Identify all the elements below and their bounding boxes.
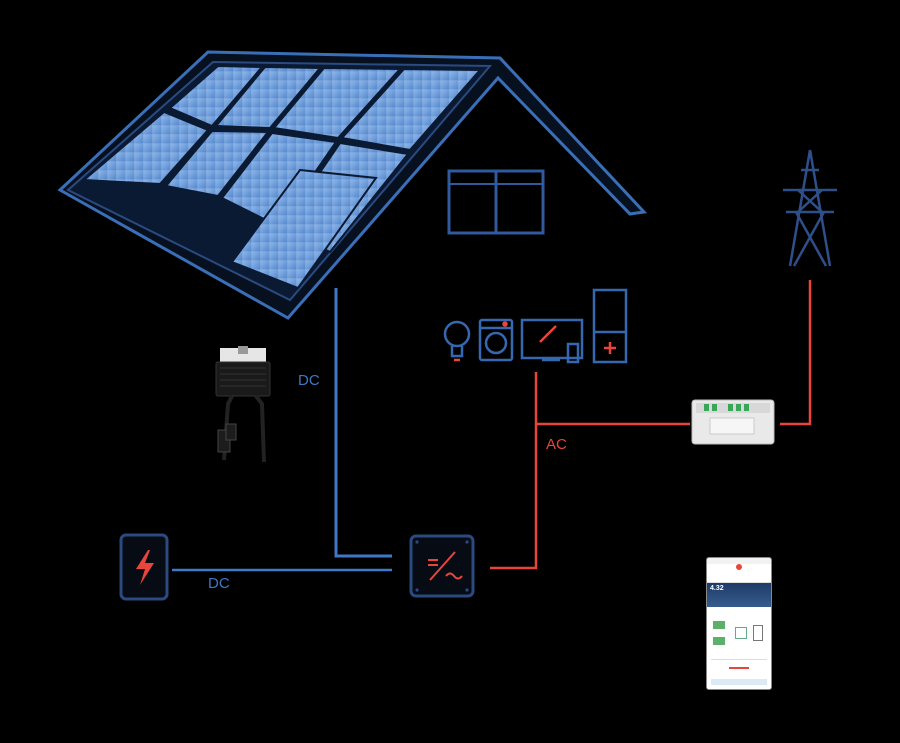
battery-icon xyxy=(119,533,169,601)
dc-line-panel xyxy=(334,288,392,558)
app-header xyxy=(707,564,771,583)
app-battery-icon xyxy=(713,637,725,645)
appliances-group xyxy=(443,288,628,364)
app-power-value: 4.32 xyxy=(710,585,724,592)
energy-meter-device xyxy=(691,399,775,445)
dc-label-battery: DC xyxy=(208,575,230,592)
ac-line-grid xyxy=(780,280,812,426)
app-flow-panel xyxy=(707,607,771,689)
window-icon xyxy=(447,169,545,235)
panel-cell xyxy=(164,129,271,198)
app-home-icon xyxy=(735,627,747,639)
dc-label-panel: DC xyxy=(298,372,320,389)
app-pv-icon xyxy=(713,621,725,629)
monitoring-app-phone: 4.32 xyxy=(706,557,772,690)
panel-cell xyxy=(168,64,265,128)
ac-label: AC xyxy=(546,436,567,453)
panel-cell xyxy=(81,110,210,186)
solar-panel-array xyxy=(66,60,493,302)
lightbulb-icon xyxy=(443,320,471,362)
app-logo-icon xyxy=(736,564,742,570)
ac-lines xyxy=(490,280,812,570)
app-grid-icon xyxy=(753,625,763,641)
television-icon xyxy=(520,318,584,364)
app-status-line xyxy=(729,667,749,669)
panel-cell xyxy=(230,168,378,290)
panel-cell xyxy=(340,67,483,152)
heat-pump-icon xyxy=(592,288,628,364)
panel-cell xyxy=(272,66,403,140)
power-optimizer-device xyxy=(215,346,271,463)
ac-line-inverter xyxy=(490,372,538,570)
power-grid-tower-icon xyxy=(783,149,837,267)
washing-machine-icon xyxy=(478,318,514,362)
app-hero-panel: 4.32 xyxy=(707,583,771,607)
inverter-icon xyxy=(409,534,475,598)
app-info-bar xyxy=(711,679,767,685)
panel-cell xyxy=(213,65,323,130)
